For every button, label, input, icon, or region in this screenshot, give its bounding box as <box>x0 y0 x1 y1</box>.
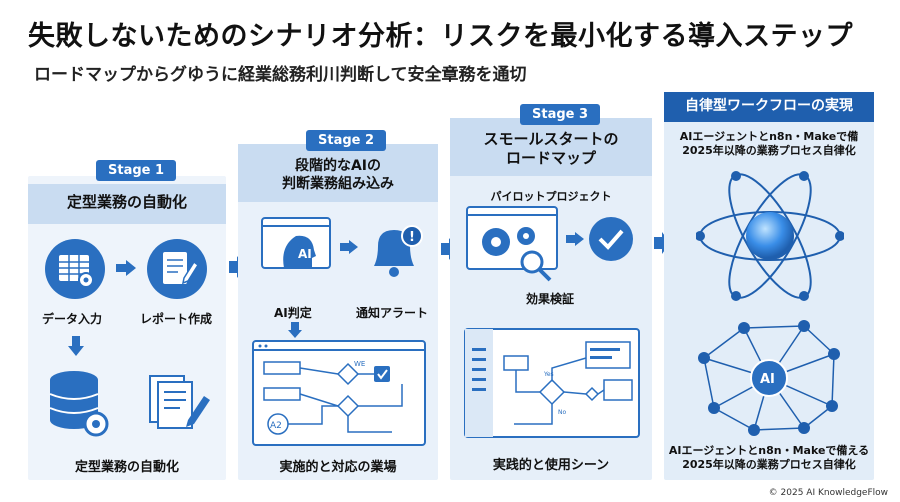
stage2-footer: 実施的と対応の業場 <box>279 460 397 475</box>
stage4-footer: AIエージェントとn8n・Makeで備える 2025年以降の業務プロセス自律化 <box>668 444 870 471</box>
stage3-header-band <box>450 118 652 176</box>
label-data-entry: データ入力 <box>42 312 103 326</box>
stage4-panel: 自律型ワークフローの実現 AIエージェントとn8n・Makeで備 2025年以降… <box>664 92 874 480</box>
stage3-header: スモールスタートの ロードマップ <box>483 130 619 167</box>
stage1-footer: 定型業務の自動化 <box>74 460 179 475</box>
arrow-down-icon <box>68 336 84 356</box>
svg-text:A2: A2 <box>270 421 282 431</box>
bell-alert-icon: ! <box>374 225 423 277</box>
report-pencil-icon <box>147 239 207 299</box>
page-title: 失敗しないためのシナリオ分析：リスクを最小化する導入ステップ <box>28 21 853 52</box>
stage3-footer: 実践的と使用シーン <box>492 458 610 473</box>
svg-text:No: No <box>558 409 566 416</box>
database-gear-icon <box>49 371 109 437</box>
stage1-header-band <box>28 184 226 224</box>
stage2-header-band <box>238 144 438 202</box>
gears-window-icon <box>466 206 558 282</box>
stage4-description: AIエージェントとn8n・Makeで備 2025年以降の業務プロセス自律化 <box>679 130 859 157</box>
stage2-pill: Stage 2 <box>306 130 387 151</box>
svg-text:WE: WE <box>354 360 365 368</box>
svg-text:Yes: Yes <box>543 371 554 378</box>
stage1-panel: 定型業務の自動化 データ入力 レポート作成 定型業務 <box>28 176 226 480</box>
stage2-panel: 段階的なAIの 判断業務組み込み AI ! AI判定 通知アラート A2 WE <box>238 144 438 480</box>
atom-network-icon <box>696 171 844 301</box>
stage3-pill: Stage 3 <box>520 104 601 125</box>
label-ai-judge: AI判定 <box>274 306 312 320</box>
label-alert: 通知アラート <box>356 306 429 320</box>
stage3-panel: スモールスタートの ロードマップ パイロットプロジェクト 効果検証 Yes No <box>450 118 652 480</box>
arrow-down-icon <box>288 322 302 338</box>
label-verify: 効果検証 <box>526 292 575 306</box>
label-report: レポート作成 <box>140 312 213 326</box>
svg-text:AI: AI <box>298 247 312 261</box>
stage1-pill: Stage 1 <box>96 160 177 181</box>
stage4-header: 自律型ワークフローの実現 <box>685 98 853 114</box>
ai-head-icon: AI <box>261 217 331 269</box>
arrow-right-icon <box>116 260 136 276</box>
workflow-window-illustration: A2 WE <box>252 340 426 446</box>
svg-text:AI: AI <box>760 372 775 387</box>
label-pilot: パイロットプロジェクト <box>490 190 612 203</box>
check-circle-icon <box>589 217 633 261</box>
svg-text:!: ! <box>409 230 415 245</box>
page-subtitle: ロードマップからグゆうに経業総務利川判断して安全章務を通切 <box>34 65 527 85</box>
stage2-header: 段階的なAIの 判断業務組み込み <box>282 158 394 192</box>
spreadsheet-gear-icon <box>45 239 105 299</box>
dashboard-flowchart-illustration: Yes No <box>464 328 640 438</box>
ai-network-icon: AI <box>698 320 840 436</box>
copyright-text: © 2025 AI KnowledgeFlow <box>768 488 888 498</box>
documents-pencil-icon <box>149 375 210 429</box>
arrow-right-icon <box>566 232 584 246</box>
arrow-right-icon <box>340 240 358 254</box>
stage4-header-band <box>664 92 874 122</box>
stage1-header: 定型業務の自動化 <box>66 193 187 211</box>
